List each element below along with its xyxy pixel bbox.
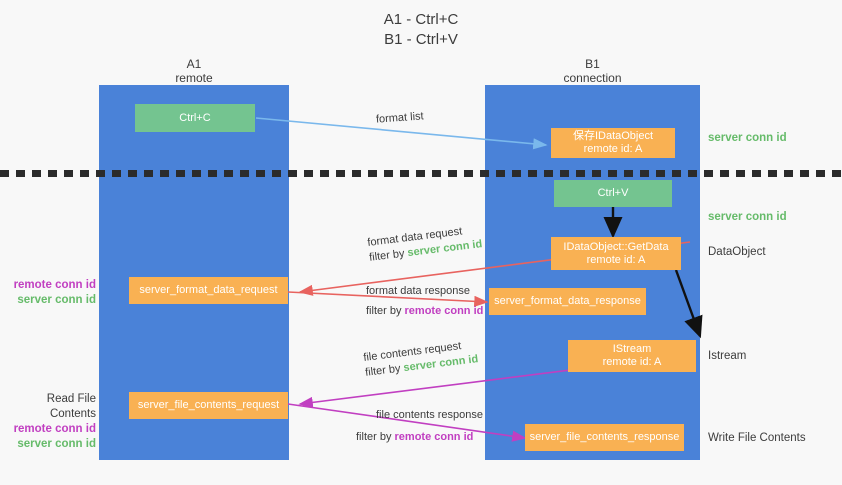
divider-dashed-line bbox=[0, 170, 842, 177]
edge-label-format-data-request-prefix: filter by bbox=[368, 247, 409, 264]
left-label-remote-conn-id-2: remote conn id bbox=[13, 423, 96, 435]
node-server-format-data-request[interactable]: server_format_data_request bbox=[129, 277, 288, 304]
edge-label-file-contents-request-prefix: filter by bbox=[364, 362, 405, 379]
left-label-read-file-contents: Read File Contents remote conn id server… bbox=[4, 392, 96, 452]
left-label-format-data-conn-ids: remote conn id server conn id bbox=[10, 278, 96, 308]
edge-label-format-data-response: format data response filter by remote co… bbox=[366, 284, 483, 319]
label-server-conn-id-top: server conn id bbox=[708, 132, 787, 144]
edge-label-format-data-response-line1: format data response bbox=[366, 285, 470, 297]
left-label-server-conn-id-2: server conn id bbox=[17, 438, 96, 450]
edge-label-format-data-response-prefix: filter by bbox=[366, 305, 405, 317]
edge-label-file-contents-response-value: remote conn id bbox=[394, 431, 474, 443]
arrow-file-contents-response bbox=[287, 403, 527, 442]
node-server-file-contents-request[interactable]: server_file_contents_request bbox=[129, 392, 288, 419]
column-header-b1: B1 connection bbox=[563, 57, 622, 85]
node-ctrl-v[interactable]: Ctrl+V bbox=[554, 180, 672, 207]
label-write-file-contents: Write File Contents bbox=[708, 432, 806, 444]
edge-label-file-contents-response: file contents response filter by remote … bbox=[356, 408, 483, 445]
label-dataobject: DataObject bbox=[708, 246, 766, 258]
left-label-read-file-contents-heading: Read File Contents bbox=[46, 393, 96, 420]
node-idataobject-getdata[interactable]: IDataObject::GetData remote id: A bbox=[551, 237, 681, 270]
node-server-file-contents-response[interactable]: server_file_contents_response bbox=[525, 424, 684, 451]
column-header-a1: A1 remote bbox=[175, 57, 213, 85]
node-save-idataobject[interactable]: 保存IDataObject remote id: A bbox=[551, 128, 675, 158]
arrow-getdata-to-istream bbox=[674, 269, 703, 339]
label-istream: Istream bbox=[708, 350, 747, 362]
edge-label-format-data-response-value: remote conn id bbox=[404, 305, 484, 317]
node-ctrl-c[interactable]: Ctrl+C bbox=[135, 104, 255, 132]
left-label-remote-conn-id: remote conn id bbox=[13, 279, 96, 291]
label-server-conn-id-second: server conn id bbox=[708, 211, 787, 223]
left-label-server-conn-id: server conn id bbox=[17, 294, 96, 306]
arrow-format-data-response bbox=[287, 291, 489, 307]
arrow-format-list bbox=[255, 117, 548, 150]
edge-label-file-contents-response-line1: file contents response bbox=[376, 409, 484, 421]
page-title: A1 - Ctrl+C B1 - Ctrl+V bbox=[383, 11, 459, 48]
edge-label-file-contents-response-prefix: filter by bbox=[356, 431, 395, 443]
node-istream[interactable]: IStream remote id: A bbox=[568, 340, 696, 372]
node-server-format-data-response[interactable]: server_format_data_response bbox=[489, 288, 646, 315]
